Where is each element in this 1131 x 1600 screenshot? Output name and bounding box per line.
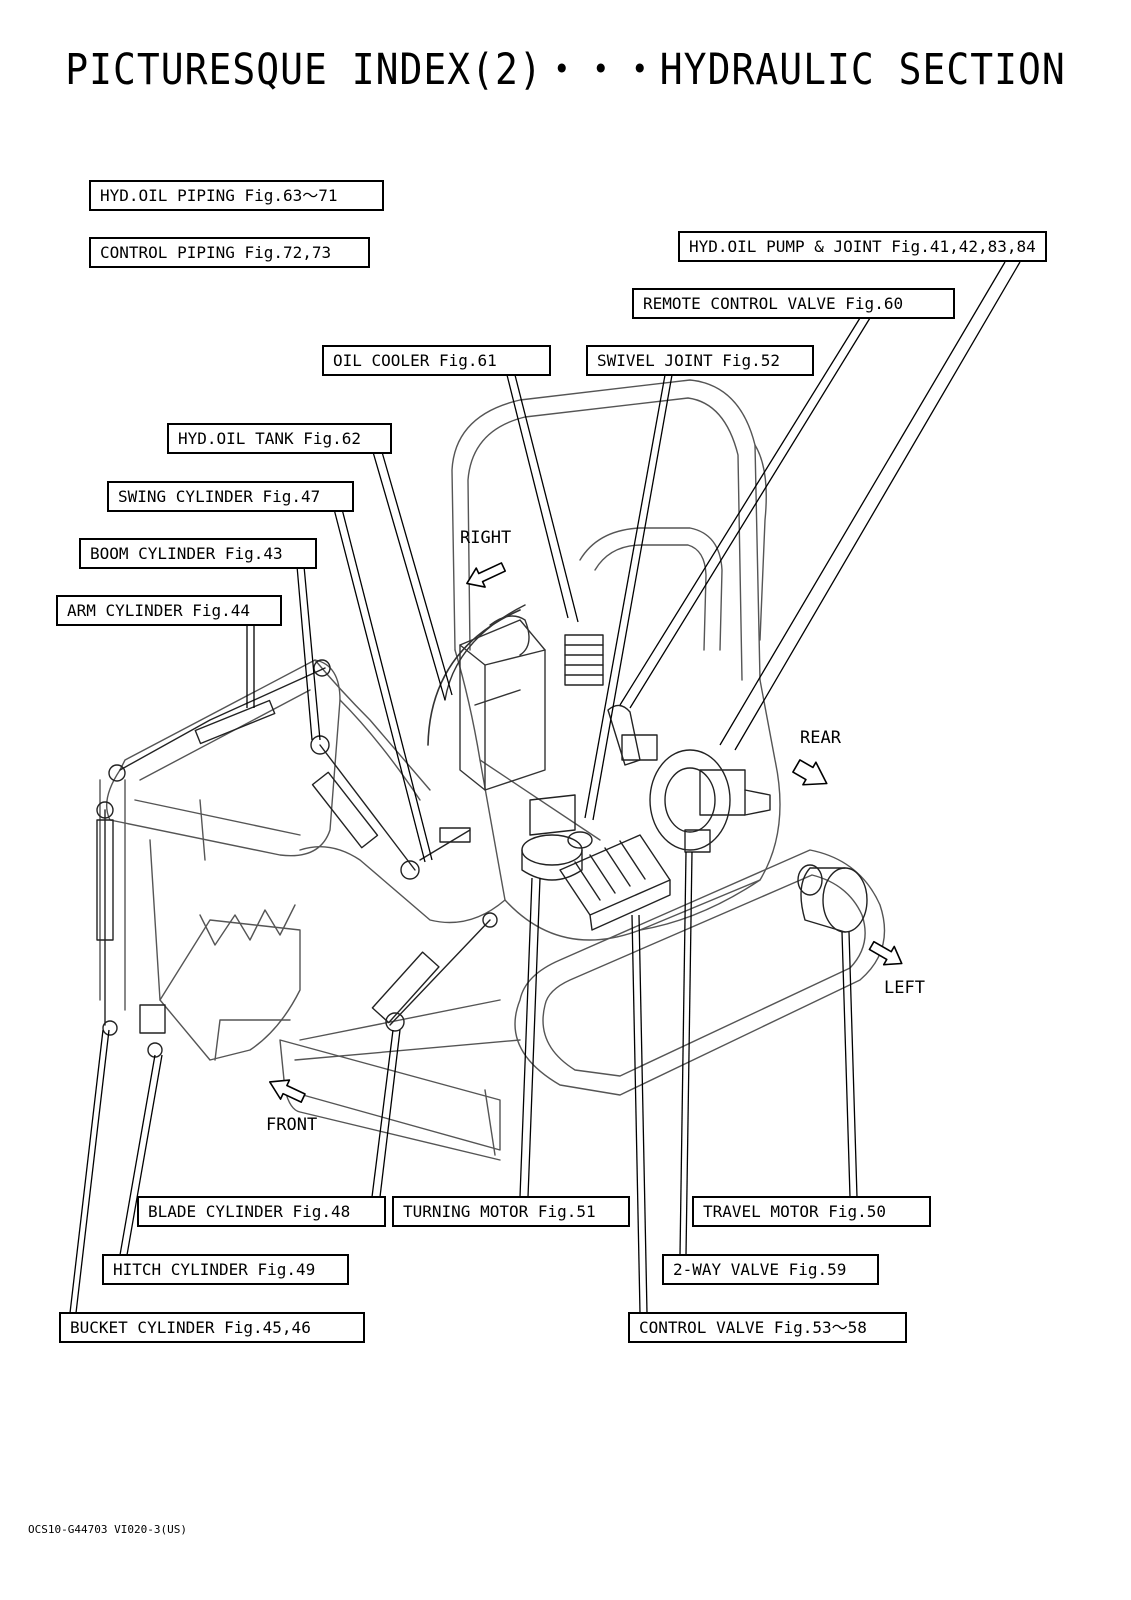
document-code: OCS10-G44703 VI020-3(US) xyxy=(28,1523,187,1536)
canopy-frame xyxy=(451,379,767,681)
arm-cylinder xyxy=(108,659,331,782)
turning-motor xyxy=(521,794,593,881)
boom-arm xyxy=(99,659,431,1011)
upper-structure xyxy=(299,649,781,941)
label-oil-cooler: OIL COOLER Fig.61 xyxy=(322,345,551,376)
label-hyd-oil-tank: HYD.OIL TANK Fig.62 xyxy=(167,423,392,454)
label-hitch-cylinder: HITCH CYLINDER Fig.49 xyxy=(102,1254,349,1285)
swing-cylinder xyxy=(419,827,471,861)
leader-lines xyxy=(69,261,1021,1314)
label-boom-cylinder: BOOM CYLINDER Fig.43 xyxy=(79,538,317,569)
travel-motor xyxy=(797,864,868,933)
direction-right: RIGHT xyxy=(460,528,512,548)
label-blade-cylinder: BLADE CYLINDER Fig.48 xyxy=(137,1196,386,1227)
label-remote-control-valve: REMOTE CONTROL VALVE Fig.60 xyxy=(632,288,955,319)
direction-arrows xyxy=(268,562,903,1103)
control-valve xyxy=(559,834,671,931)
remote-control-valve xyxy=(607,704,658,766)
hitch-cylinder xyxy=(139,1004,166,1058)
label-swing-cylinder: SWING CYLINDER Fig.47 xyxy=(107,481,354,512)
label-arm-cylinder: ARM CYLINDER Fig.44 xyxy=(56,595,282,626)
page-title: PICTURESQUE INDEX(2)・・・HYDRAULIC SECTION xyxy=(65,44,1066,95)
label-control-valve: CONTROL VALVE Fig.53～58 xyxy=(628,1312,907,1343)
label-hyd-oil-piping: HYD.OIL PIPING Fig.63～71 xyxy=(89,180,384,211)
bucket-cylinder xyxy=(96,801,118,1036)
hyd-oil-pump xyxy=(649,749,771,851)
direction-front: FRONT xyxy=(266,1115,318,1135)
label-swivel-joint: SWIVEL JOINT Fig.52 xyxy=(586,345,814,376)
direction-left: LEFT xyxy=(884,978,925,998)
label-two-way-valve: 2-WAY VALVE Fig.59 xyxy=(662,1254,879,1285)
crawler-track xyxy=(294,849,886,1096)
blade-cylinder xyxy=(371,912,498,1032)
label-turning-motor: TURNING MOTOR Fig.51 xyxy=(392,1196,630,1227)
oil-cooler xyxy=(564,634,604,686)
label-travel-motor: TRAVEL MOTOR Fig.50 xyxy=(692,1196,931,1227)
direction-rear: REAR xyxy=(800,728,841,748)
label-control-piping: CONTROL PIPING Fig.72,73 xyxy=(89,237,370,268)
label-bucket-cylinder: BUCKET CYLINDER Fig.45,46 xyxy=(59,1312,365,1343)
hyd-oil-tank xyxy=(427,604,546,791)
two-way-valve xyxy=(684,829,711,853)
bucket xyxy=(159,904,301,1061)
label-hyd-oil-pump: HYD.OIL PUMP & JOINT Fig.41,42,83,84 xyxy=(678,231,1047,262)
